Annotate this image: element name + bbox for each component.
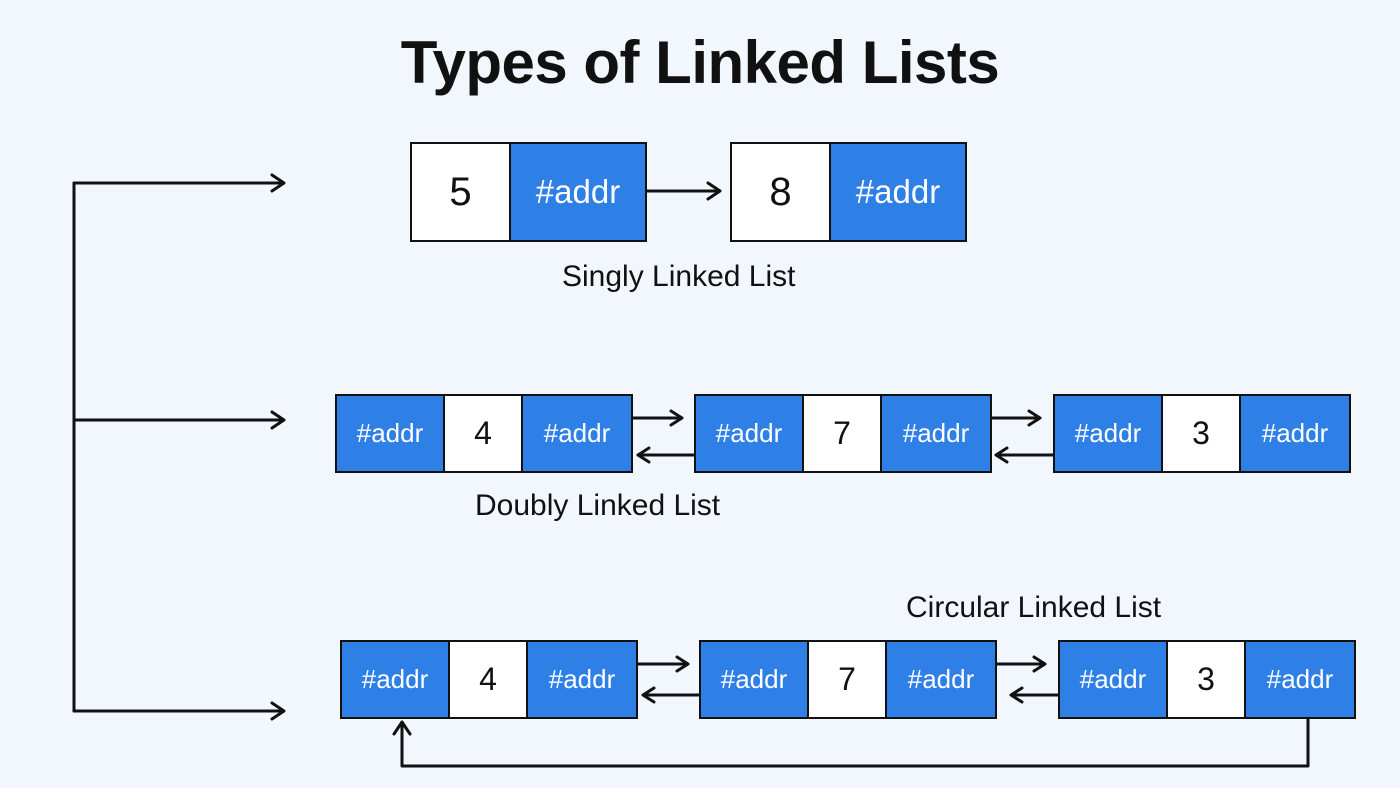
doubly-node-1: #addr 4 #addr [335,394,633,473]
node-value-cell: 7 [802,394,882,473]
node-prev-pointer-cell: #addr [699,640,809,719]
circular-return-loop [392,716,1310,768]
doubly-next-arrow-2 [989,409,1042,427]
node-value-cell: 5 [410,142,511,242]
node-value-cell: 8 [730,142,831,242]
circular-prev-arrow-1 [641,686,701,704]
node-value-cell: 3 [1166,640,1246,719]
doubly-caption: Doubly Linked List [475,489,721,522]
bracket-arrow-singly [72,173,286,193]
singly-node-1: 5 #addr [410,142,647,242]
circular-next-arrow-1 [635,655,690,673]
bracket-arrow-doubly [72,410,286,430]
node-next-pointer-cell: #addr [829,142,967,242]
node-prev-pointer-cell: #addr [335,394,445,473]
node-value-cell: 4 [448,640,528,719]
bracket-arrow-circular [72,701,286,721]
node-prev-pointer-cell: #addr [340,640,450,719]
circular-prev-arrow-2 [1009,686,1060,704]
circular-next-arrow-2 [994,655,1047,673]
node-next-pointer-cell: #addr [880,394,992,473]
node-prev-pointer-cell: #addr [1058,640,1168,719]
doubly-node-2: #addr 7 #addr [694,394,992,473]
singly-caption: Singly Linked List [562,260,796,293]
doubly-prev-arrow-1 [636,446,696,464]
node-next-pointer-cell: #addr [521,394,633,473]
circular-node-1: #addr 4 #addr [340,640,638,719]
singly-next-arrow [644,181,722,201]
circular-node-2: #addr 7 #addr [699,640,997,719]
node-next-pointer-cell: #addr [1244,640,1356,719]
doubly-next-arrow-1 [630,409,684,427]
node-prev-pointer-cell: #addr [694,394,804,473]
node-next-pointer-cell: #addr [885,640,997,719]
node-value-cell: 3 [1161,394,1241,473]
doubly-prev-arrow-2 [994,446,1055,464]
node-next-pointer-cell: #addr [509,142,647,242]
doubly-node-3: #addr 3 #addr [1053,394,1351,473]
node-next-pointer-cell: #addr [526,640,638,719]
node-value-cell: 4 [443,394,523,473]
node-value-cell: 7 [807,640,887,719]
node-prev-pointer-cell: #addr [1053,394,1163,473]
diagram-title: Types of Linked Lists [400,29,1000,96]
singly-node-2: 8 #addr [730,142,967,242]
node-next-pointer-cell: #addr [1239,394,1351,473]
circular-node-3: #addr 3 #addr [1058,640,1356,719]
circular-caption: Circular Linked List [906,591,1162,624]
